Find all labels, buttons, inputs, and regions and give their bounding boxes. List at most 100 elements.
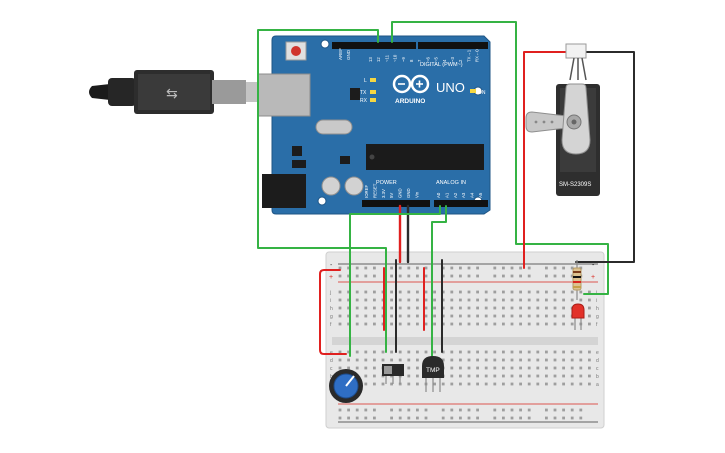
- breadboard-hole[interactable]: [536, 306, 540, 310]
- breadboard-hole[interactable]: [390, 382, 393, 386]
- breadboard-hole[interactable]: [570, 374, 574, 378]
- rail-hole[interactable]: [398, 274, 402, 278]
- breadboard-hole[interactable]: [493, 382, 497, 386]
- breadboard-hole[interactable]: [373, 350, 376, 354]
- rail-hole[interactable]: [510, 408, 514, 412]
- rail-hole[interactable]: [519, 416, 522, 420]
- breadboard-hole[interactable]: [450, 290, 454, 294]
- breadboard-hole[interactable]: [588, 298, 591, 302]
- breadboard-hole[interactable]: [355, 358, 359, 362]
- breadboard-hole[interactable]: [502, 314, 505, 318]
- rail-hole[interactable]: [373, 274, 376, 278]
- breadboard-hole[interactable]: [510, 382, 514, 386]
- breadboard-hole[interactable]: [553, 382, 557, 386]
- breadboard-hole[interactable]: [476, 358, 479, 362]
- rail-hole[interactable]: [467, 274, 471, 278]
- rail-hole[interactable]: [407, 408, 411, 412]
- rail-hole[interactable]: [373, 266, 376, 270]
- breadboard-hole[interactable]: [338, 306, 342, 310]
- breadboard-hole[interactable]: [476, 374, 479, 378]
- breadboard-hole[interactable]: [502, 298, 505, 302]
- breadboard-hole[interactable]: [484, 322, 488, 326]
- breadboard-hole[interactable]: [373, 374, 376, 378]
- breadboard-hole[interactable]: [579, 358, 583, 362]
- breadboard-hole[interactable]: [433, 322, 436, 326]
- breadboard-hole[interactable]: [493, 314, 497, 318]
- breadboard-hole[interactable]: [536, 314, 540, 318]
- rail-hole[interactable]: [519, 274, 522, 278]
- rail-hole[interactable]: [476, 408, 479, 412]
- breadboard[interactable]: - + - + jjiihhggffeeddccbbaa: [325, 251, 605, 429]
- breadboard-hole[interactable]: [424, 306, 428, 310]
- rail-hole[interactable]: [493, 274, 497, 278]
- breadboard-hole[interactable]: [562, 298, 565, 302]
- breadboard-hole[interactable]: [347, 306, 350, 310]
- breadboard-hole[interactable]: [373, 366, 376, 370]
- breadboard-hole[interactable]: [450, 358, 454, 362]
- breadboard-hole[interactable]: [527, 350, 531, 354]
- breadboard-hole[interactable]: [390, 298, 393, 302]
- breadboard-hole[interactable]: [588, 382, 591, 386]
- breadboard-hole[interactable]: [536, 290, 540, 294]
- breadboard-hole[interactable]: [381, 350, 385, 354]
- breadboard-hole[interactable]: [347, 322, 350, 326]
- breadboard-hole[interactable]: [338, 350, 342, 354]
- rail-hole[interactable]: [553, 416, 557, 420]
- breadboard-hole[interactable]: [588, 322, 591, 326]
- breadboard-hole[interactable]: [467, 350, 471, 354]
- breadboard-hole[interactable]: [536, 322, 540, 326]
- breadboard-hole[interactable]: [527, 322, 531, 326]
- breadboard-hole[interactable]: [407, 374, 411, 378]
- breadboard-hole[interactable]: [545, 290, 548, 294]
- breadboard-hole[interactable]: [416, 374, 419, 378]
- breadboard-hole[interactable]: [416, 350, 419, 354]
- rail-hole[interactable]: [390, 416, 393, 420]
- breadboard-hole[interactable]: [484, 350, 488, 354]
- breadboard-hole[interactable]: [493, 322, 497, 326]
- breadboard-hole[interactable]: [502, 350, 505, 354]
- breadboard-hole[interactable]: [502, 366, 505, 370]
- breadboard-hole[interactable]: [476, 366, 479, 370]
- rail-hole[interactable]: [424, 416, 428, 420]
- breadboard-hole[interactable]: [493, 366, 497, 370]
- potentiometer[interactable]: [329, 369, 363, 403]
- breadboard-hole[interactable]: [459, 298, 462, 302]
- rail-hole[interactable]: [476, 266, 479, 270]
- breadboard-hole[interactable]: [373, 322, 376, 326]
- breadboard-hole[interactable]: [527, 306, 531, 310]
- breadboard-hole[interactable]: [467, 374, 471, 378]
- rail-hole[interactable]: [355, 266, 359, 270]
- breadboard-hole[interactable]: [424, 350, 428, 354]
- breadboard-hole[interactable]: [579, 366, 583, 370]
- rail-hole[interactable]: [424, 408, 428, 412]
- breadboard-hole[interactable]: [373, 358, 376, 362]
- breadboard-hole[interactable]: [459, 350, 462, 354]
- breadboard-hole[interactable]: [424, 290, 428, 294]
- rail-hole[interactable]: [398, 266, 402, 270]
- breadboard-hole[interactable]: [450, 374, 454, 378]
- breadboard-hole[interactable]: [424, 298, 428, 302]
- breadboard-hole[interactable]: [355, 322, 359, 326]
- rail-hole[interactable]: [476, 274, 479, 278]
- rail-hole[interactable]: [398, 416, 402, 420]
- breadboard-hole[interactable]: [562, 382, 565, 386]
- rail-hole[interactable]: [441, 274, 445, 278]
- breadboard-hole[interactable]: [510, 290, 514, 294]
- rail-hole[interactable]: [450, 416, 454, 420]
- rail-hole[interactable]: [373, 408, 376, 412]
- rail-hole[interactable]: [493, 266, 497, 270]
- breadboard-hole[interactable]: [407, 298, 411, 302]
- rail-hole[interactable]: [527, 266, 531, 270]
- rail-hole[interactable]: [476, 416, 479, 420]
- breadboard-hole[interactable]: [493, 306, 497, 310]
- breadboard-hole[interactable]: [519, 350, 522, 354]
- rail-hole[interactable]: [347, 416, 350, 420]
- breadboard-hole[interactable]: [347, 358, 350, 362]
- breadboard-hole[interactable]: [364, 314, 368, 318]
- rail-hole[interactable]: [545, 416, 548, 420]
- breadboard-hole[interactable]: [510, 358, 514, 362]
- breadboard-hole[interactable]: [545, 314, 548, 318]
- breadboard-hole[interactable]: [502, 290, 505, 294]
- breadboard-hole[interactable]: [588, 374, 591, 378]
- wire-green-pin12[interactable]: [257, 29, 387, 353]
